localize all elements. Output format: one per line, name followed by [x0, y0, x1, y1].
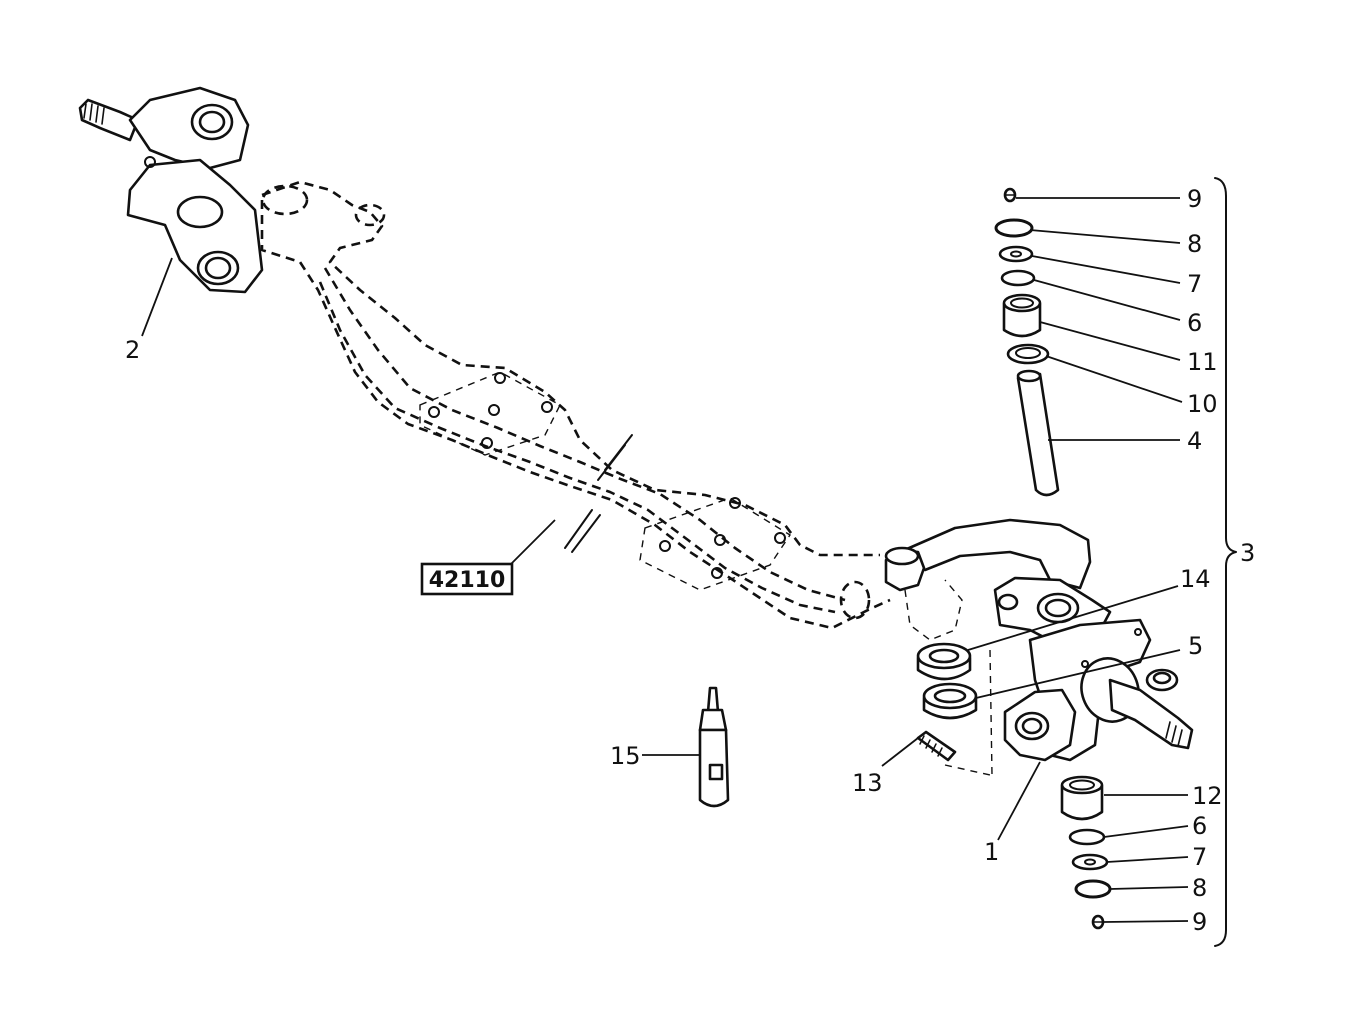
part-2-left-knuckle — [78, 86, 264, 294]
label-1: 1 — [984, 838, 999, 866]
axle-beam-dashed — [260, 180, 891, 630]
part-12-bushing — [1060, 775, 1104, 821]
label-9-top: 9 — [1187, 185, 1202, 213]
reference-box-42110: 42110 — [420, 562, 514, 596]
label-10: 10 — [1187, 390, 1218, 418]
part-15-tool — [698, 686, 730, 808]
label-15: 15 — [610, 742, 641, 770]
label-8-top: 8 — [1187, 230, 1202, 258]
part-6-bottom-shim — [1068, 828, 1106, 846]
label-3: 3 — [1240, 539, 1255, 567]
kingpin-axis — [944, 649, 993, 776]
reference-box-text: 42110 — [429, 568, 506, 593]
label-6-bottom: 6 — [1192, 812, 1207, 840]
part-9-bottom-nipple — [1091, 914, 1105, 930]
label-7-top: 7 — [1187, 270, 1202, 298]
label-12: 12 — [1192, 782, 1223, 810]
label-9-bottom: 9 — [1192, 908, 1207, 936]
part-9-top-nipple — [1003, 187, 1017, 203]
label-8-bottom: 8 — [1192, 874, 1207, 902]
part-8-top-circlip — [994, 218, 1034, 238]
label-5: 5 — [1188, 632, 1203, 660]
part-7-top-washer — [998, 245, 1034, 263]
leader-lines — [141, 177, 1237, 947]
part-7-bottom-washer — [1071, 853, 1109, 871]
label-11: 11 — [1187, 348, 1218, 376]
label-7-bottom: 7 — [1192, 843, 1207, 871]
label-14: 14 — [1180, 565, 1211, 593]
part-8-bottom-circlip — [1074, 879, 1112, 899]
part-4-kingpin — [1016, 369, 1060, 497]
label-2: 2 — [125, 336, 140, 364]
part-1-right-knuckle — [884, 518, 1194, 762]
part-6-top-shim — [1000, 269, 1036, 287]
part-labels: 9 8 7 6 11 10 4 3 14 5 12 6 7 8 9 13 15 … — [125, 185, 1255, 936]
label-4: 4 — [1187, 427, 1202, 455]
part-13-stud — [916, 730, 957, 762]
part-10-seal — [1006, 343, 1050, 365]
part-14-seal — [916, 642, 972, 681]
part-5-thrust-bearing — [922, 682, 978, 720]
label-6-top: 6 — [1187, 309, 1202, 337]
part-11-bushing — [1002, 293, 1042, 338]
label-13: 13 — [852, 769, 883, 797]
